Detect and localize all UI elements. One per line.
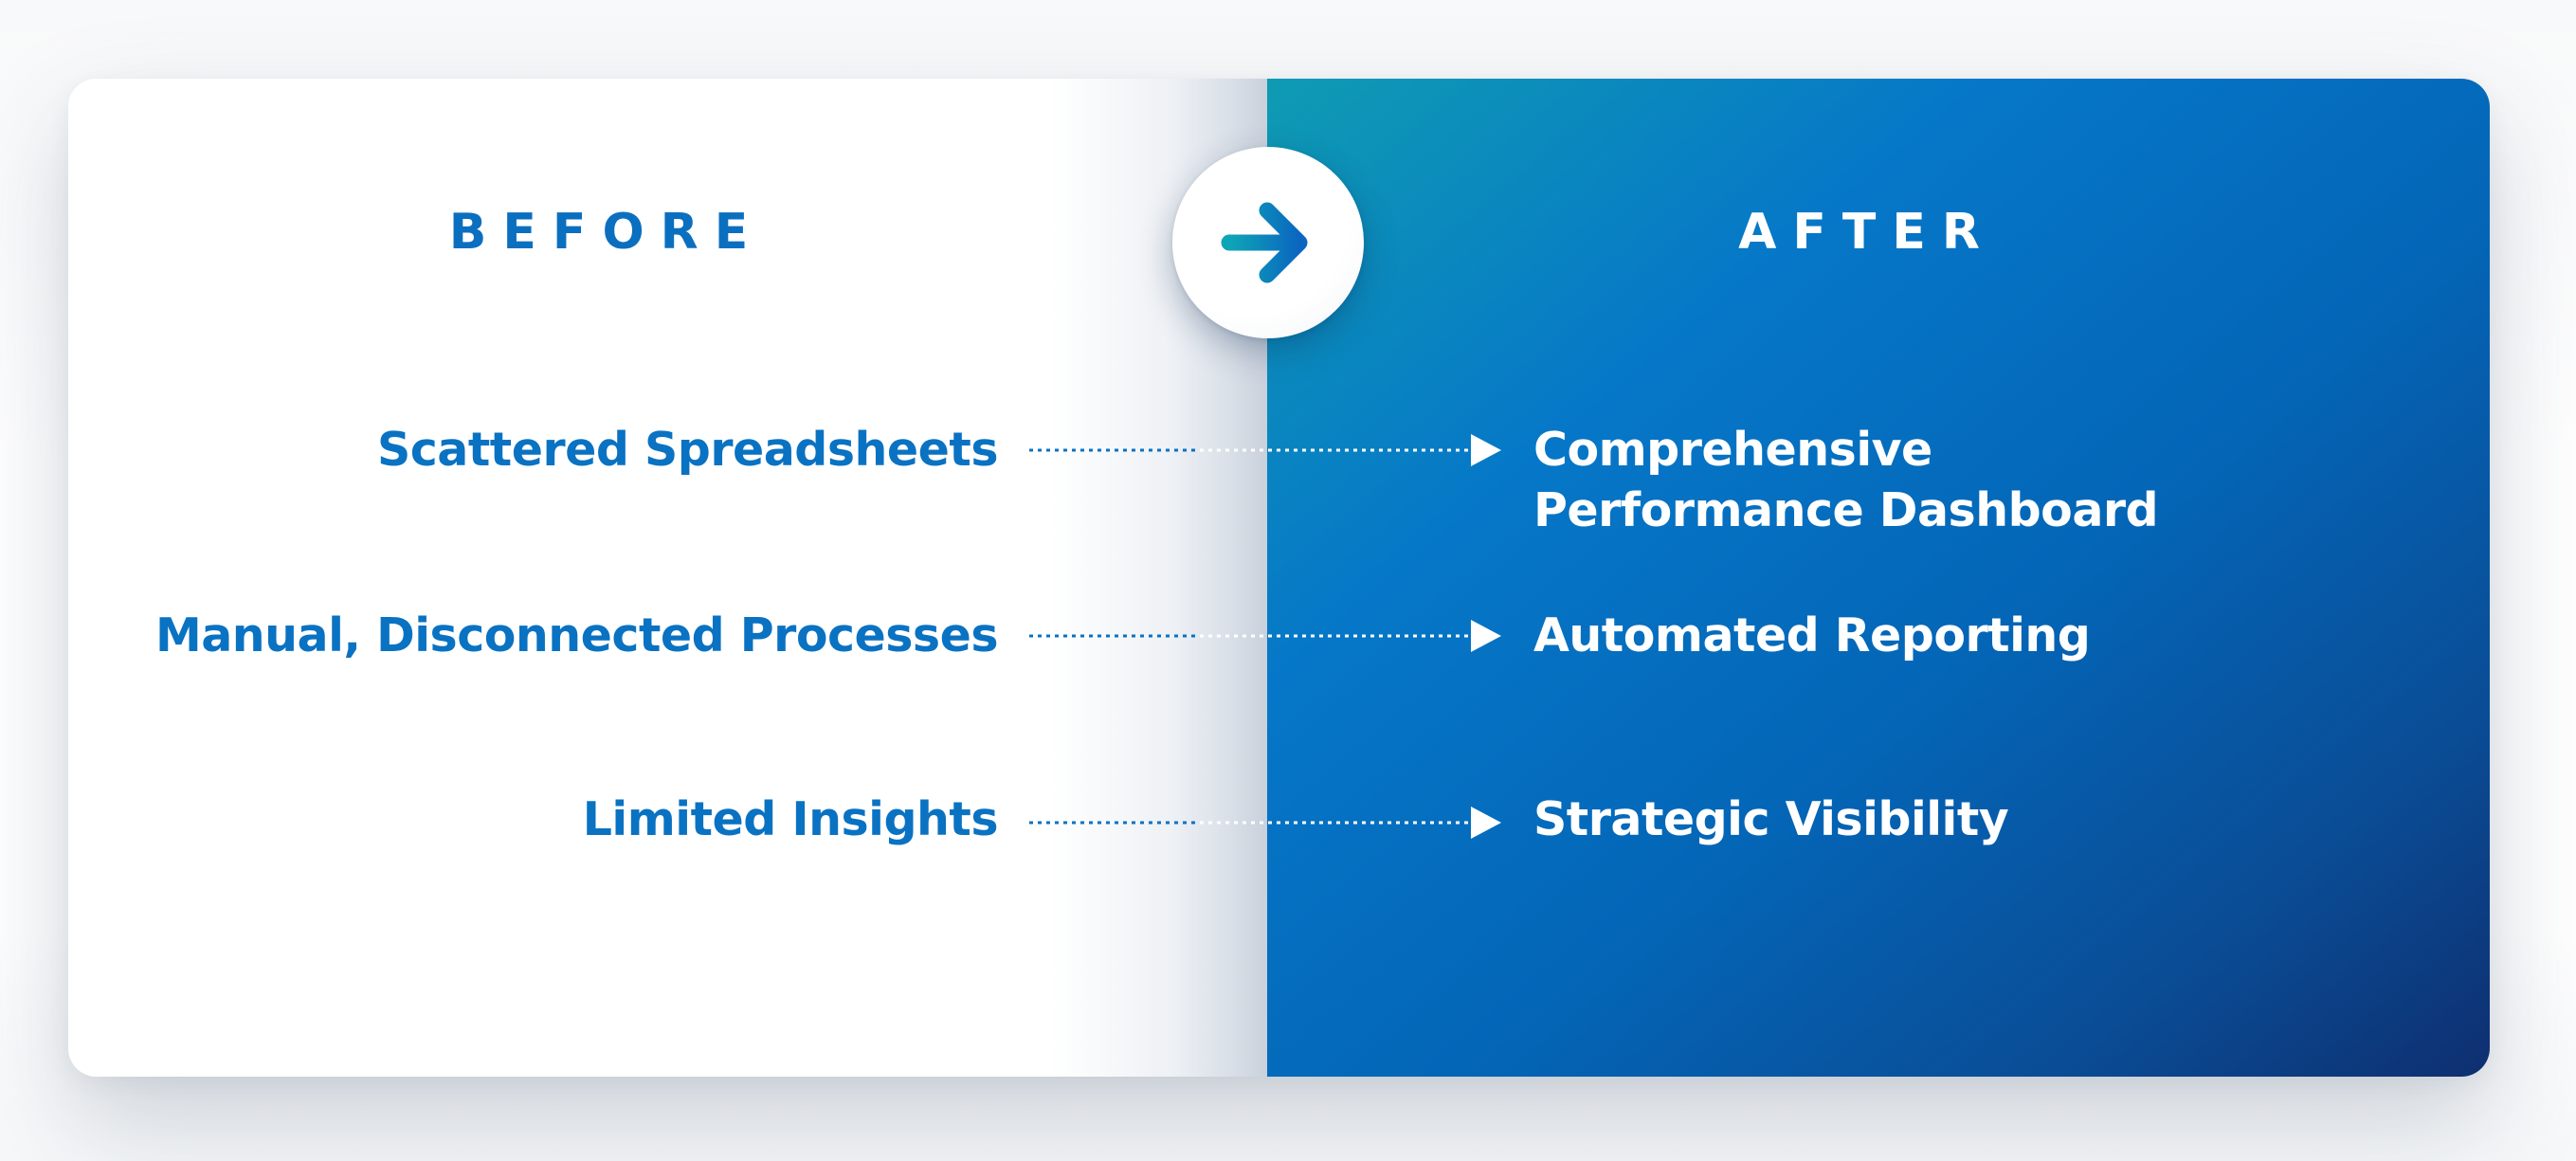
- after-panel: [1267, 79, 2490, 1077]
- transition-arrow-badge: [1172, 147, 1364, 338]
- before-heading: BEFORE: [448, 204, 765, 261]
- before-item-limited-insights: Limited Insights: [582, 792, 999, 846]
- connector-arrow: [1029, 807, 1501, 839]
- before-panel: [68, 79, 1267, 1077]
- before-item-scattered-spreadsheets: Scattered Spreadsheets: [376, 423, 999, 477]
- arrow-right-icon: [1221, 202, 1308, 283]
- after-item-strategic-visibility: Strategic Visibility: [1533, 792, 2009, 846]
- triangle-arrowhead-icon: [1471, 434, 1501, 466]
- after-heading: AFTER: [1738, 204, 1996, 261]
- connector-arrow: [1029, 620, 1501, 652]
- connector-arrow: [1029, 434, 1501, 466]
- before-item-manual-disconnected-processes: Manual, Disconnected Processes: [154, 608, 999, 662]
- after-item-automated-reporting: Automated Reporting: [1533, 608, 2091, 662]
- after-item-comprehensive-performance-dashboard: Comprehensive Performance Dashboard: [1533, 423, 2159, 537]
- triangle-arrowhead-icon: [1471, 807, 1501, 839]
- triangle-arrowhead-icon: [1471, 620, 1501, 652]
